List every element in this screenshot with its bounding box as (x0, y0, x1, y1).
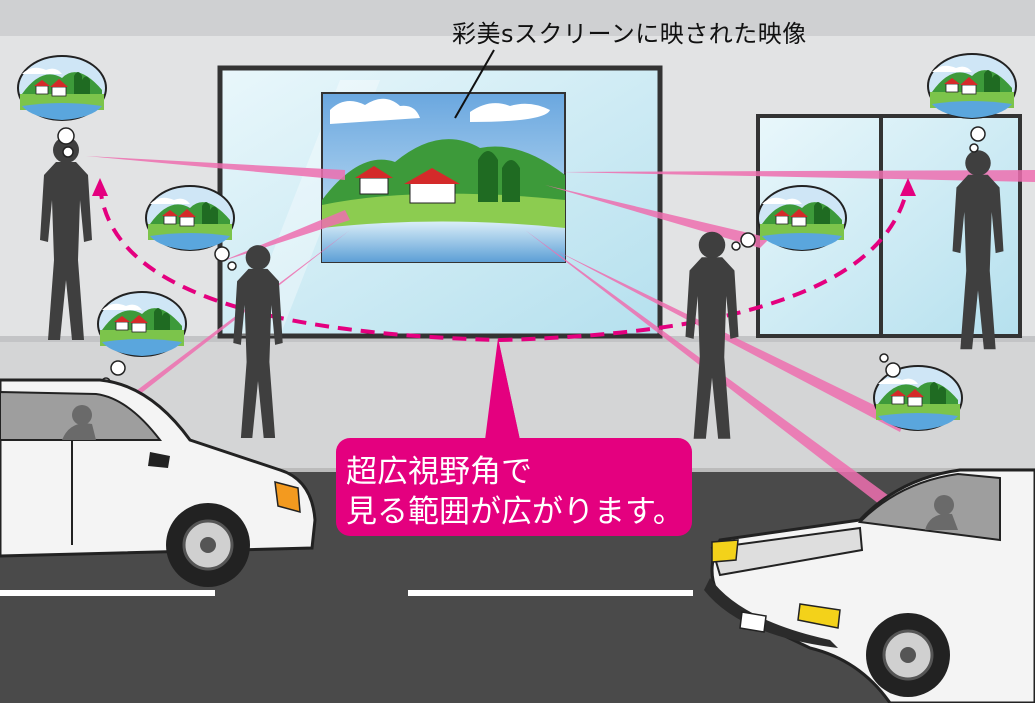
car-left (0, 378, 317, 587)
thought-bubble-2 (145, 185, 237, 271)
thought-bubble-4 (731, 185, 847, 251)
arc-arrow-left (92, 178, 108, 196)
callout-line-2: 見る範囲が広がります。 (346, 494, 684, 530)
callout-box (336, 338, 692, 536)
callout-line-1: 超広視野角で (346, 454, 532, 490)
lane-line-left (0, 590, 215, 596)
thought-bubble-1 (17, 55, 107, 158)
car-right (704, 468, 1035, 703)
screen-caption: 彩美sスクリーンに映された映像 (452, 20, 807, 48)
callout-text: 超広視野角で 見る範囲が広がります。 (346, 452, 686, 532)
lane-line-center (408, 590, 693, 596)
viewing-arc (98, 184, 910, 343)
caption-leader-line (454, 49, 495, 119)
thought-bubble-6 (873, 353, 963, 431)
screen-image (321, 92, 566, 263)
viewing-beams (86, 156, 1035, 528)
arc-arrow-right (900, 178, 916, 196)
thought-bubble-5 (927, 53, 1017, 153)
